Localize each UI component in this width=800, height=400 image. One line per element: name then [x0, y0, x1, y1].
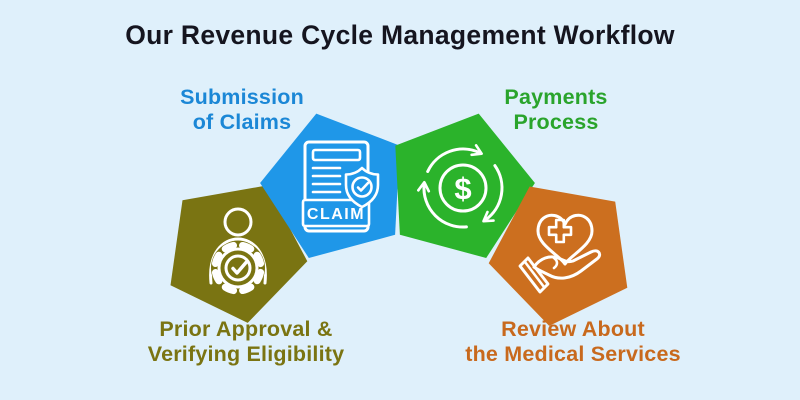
step-label-payments-process: Payments Process [504, 85, 608, 134]
cycle-arrow-right [482, 164, 504, 223]
heart-in-hand-icon [518, 213, 602, 294]
claim-document-icon: CLAIM [301, 140, 380, 233]
step-label-submission-claims: Submission of Claims [180, 85, 304, 134]
cycle-arrow-top [426, 144, 483, 173]
claim-badge-box [301, 198, 371, 228]
shield-check-icon [344, 166, 380, 209]
medical-cross-icon [547, 218, 573, 244]
diagram-title: Our Revenue Cycle Management Workflow [125, 20, 675, 50]
payments-process-pentagon [395, 113, 535, 258]
checkmark [231, 260, 248, 275]
gear-teeth [211, 241, 265, 295]
checkmark [356, 181, 370, 192]
step-label-prior-approval: Prior Approval & Verifying Eligibility [147, 317, 345, 366]
cycle-arrow-left [417, 180, 468, 229]
claim-badge-text: CLAIM [307, 206, 365, 223]
open-hand-icon [518, 249, 602, 294]
person-gear-check-icon [209, 207, 267, 295]
dollar-cycle-icon: $ [417, 144, 504, 229]
dollar-symbol: $ [454, 171, 471, 206]
step-label-review-medical: Review About the Medical Services [465, 317, 681, 366]
